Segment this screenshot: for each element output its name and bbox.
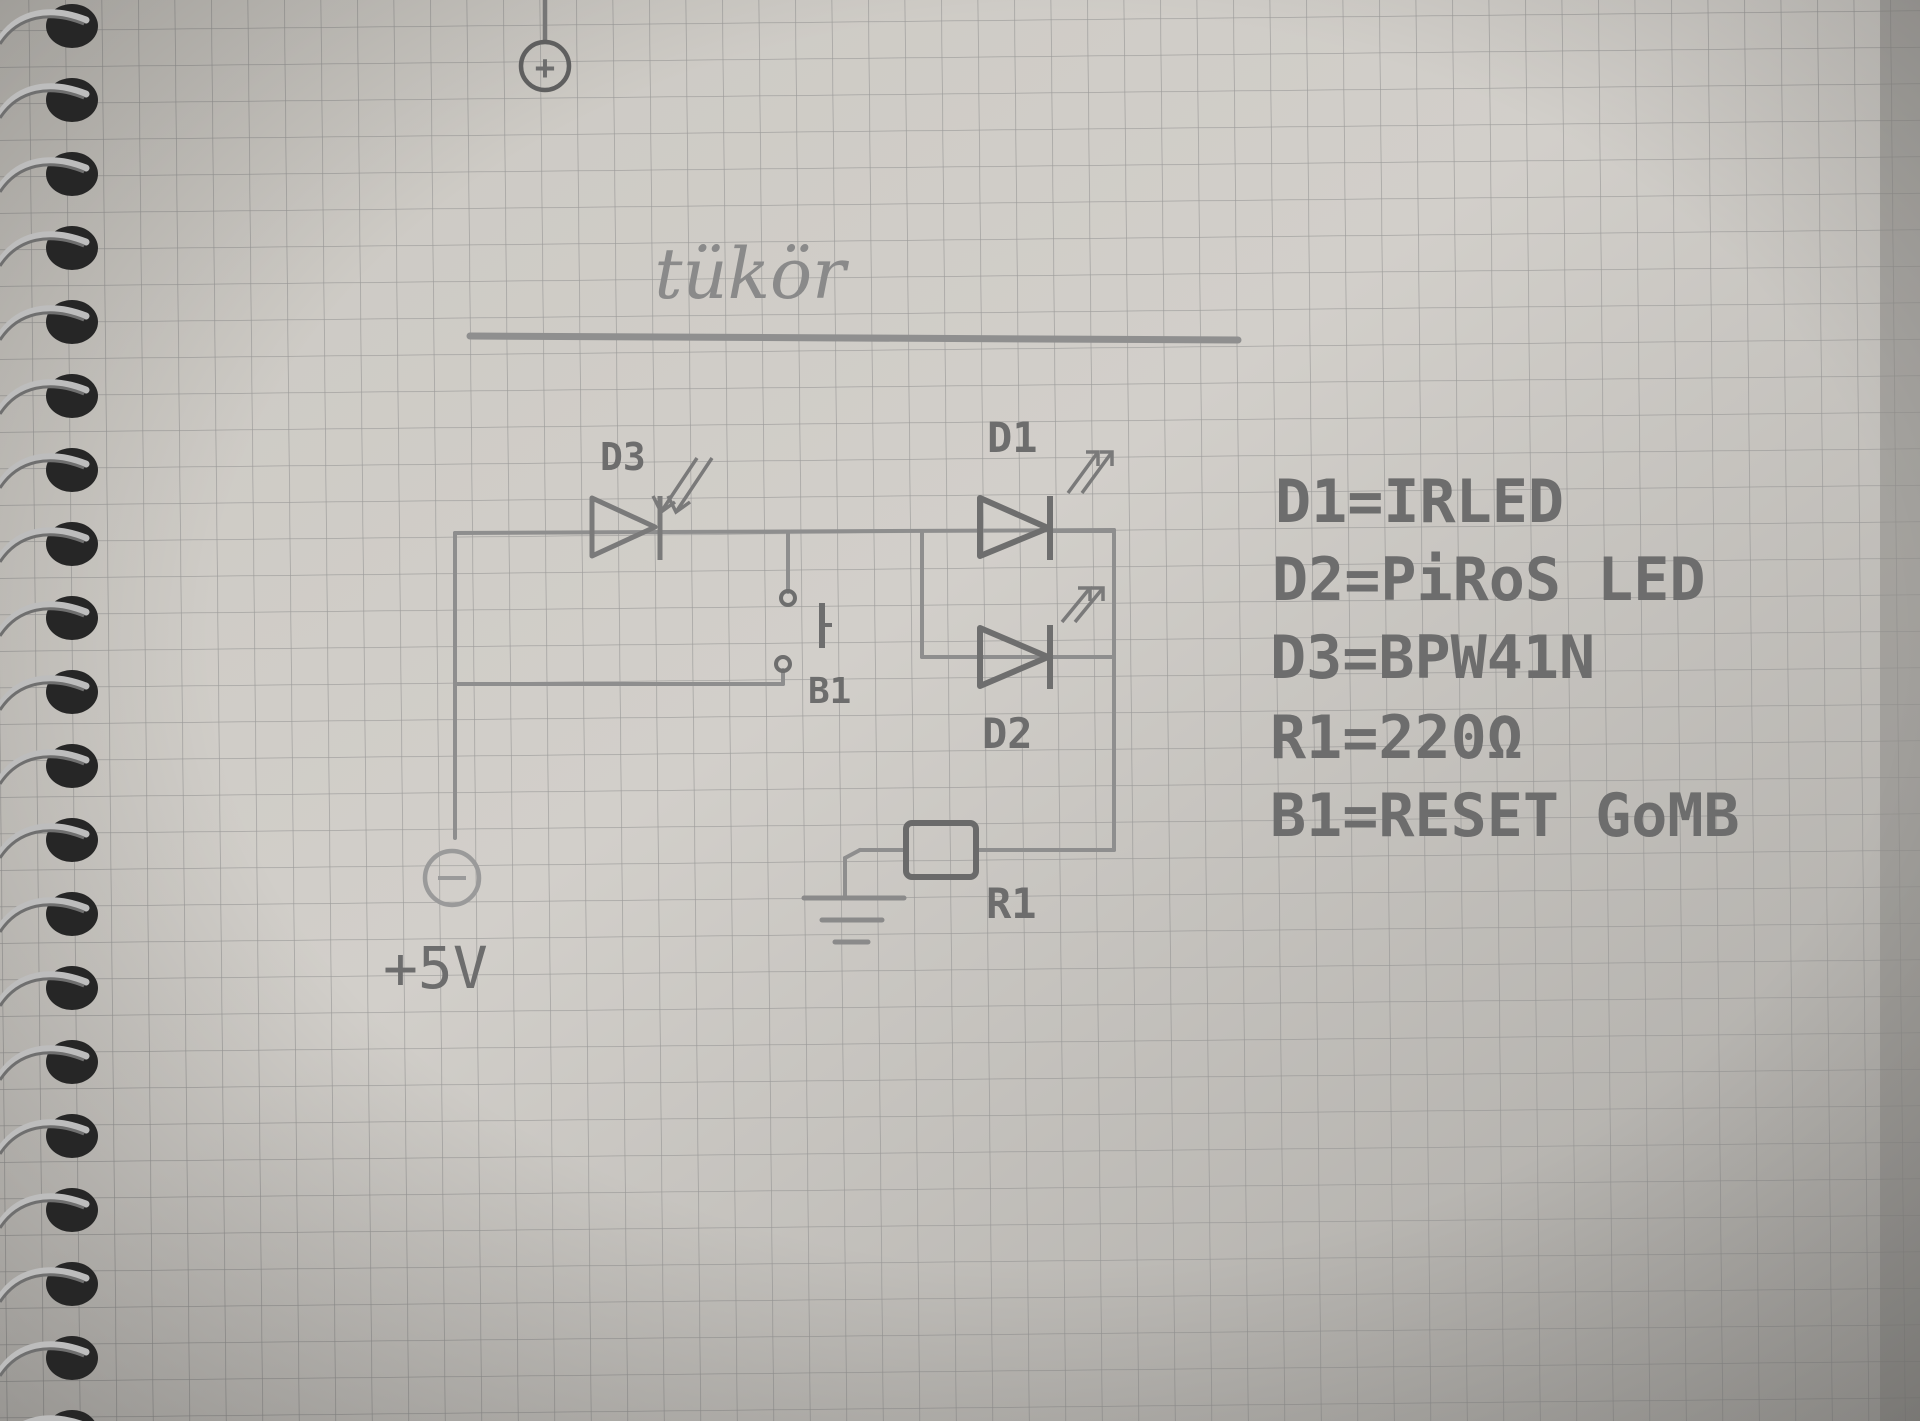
r1-resistor [903, 820, 979, 880]
d2-label: D2 [982, 709, 1033, 758]
legend-r1: R1=220Ω [1270, 703, 1523, 773]
spiral-ring [0, 226, 98, 270]
spiral-binding [0, 4, 98, 1421]
spiral-ring [0, 1114, 98, 1158]
spiral-ring [0, 152, 98, 196]
spiral-ring [0, 596, 98, 640]
spiral-ring [0, 670, 98, 714]
light-out-arrows-icon [1066, 450, 1114, 495]
r1-label: R1 [986, 879, 1037, 928]
top-terminal-sign: + [535, 48, 555, 88]
mirror-line [466, 332, 1242, 344]
spiral-ring [0, 1262, 98, 1306]
b1-push-button [774, 589, 832, 673]
b1-label: B1 [808, 671, 851, 712]
legend-b1: B1=RESET GoMB [1270, 781, 1740, 851]
top-plus-terminal: + [518, 0, 572, 93]
spiral-ring [0, 78, 98, 122]
spiral-ring [0, 818, 98, 862]
d2-red-led [977, 586, 1105, 689]
supply-label: +5V [383, 934, 488, 1002]
component-legend: D1=IRLED D2=PiRoS LED D3=BPW41N R1=220Ω … [1270, 467, 1740, 851]
spiral-ring [0, 892, 98, 936]
spiral-ring [23, 1410, 95, 1421]
d1-ir-led [977, 450, 1114, 560]
legend-d3: D3=BPW41N [1270, 623, 1595, 693]
legend-d2: D2=PiRoS LED [1272, 545, 1705, 615]
spiral-ring [0, 374, 98, 418]
d1-label: D1 [987, 413, 1038, 462]
d3-photodiode [589, 457, 714, 560]
supply-terminal [422, 848, 482, 908]
d3-label: D3 [600, 435, 646, 479]
spiral-ring [0, 1188, 98, 1232]
spiral-ring [0, 522, 98, 566]
light-out-arrows-icon [1060, 586, 1105, 624]
ground-icon [801, 895, 907, 945]
light-in-arrows-icon [651, 457, 714, 515]
spiral-ring [0, 4, 98, 48]
spiral-ring [0, 1040, 98, 1084]
mirror-label: tükör [654, 233, 849, 315]
spiral-ring [0, 744, 98, 788]
circuit-wires [453, 528, 1116, 900]
spiral-ring [0, 448, 98, 492]
spiral-ring [0, 1336, 98, 1380]
legend-d1: D1=IRLED [1275, 467, 1564, 537]
spiral-ring [0, 300, 98, 344]
spiral-ring [0, 966, 98, 1010]
